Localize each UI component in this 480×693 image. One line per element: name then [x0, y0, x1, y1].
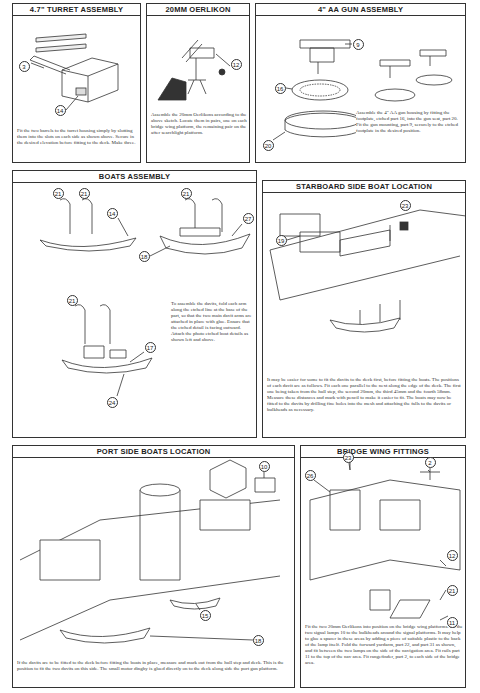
callout-number: 21 — [53, 188, 64, 199]
callout-number: 10 — [259, 461, 270, 472]
callout-number: 20 — [263, 140, 274, 151]
port-ship-drawing — [20, 460, 280, 643]
callout-number: 27 — [243, 213, 254, 224]
starboard-ship-drawing — [270, 210, 466, 332]
turret-drawing — [30, 34, 118, 110]
callout-number: 26 — [305, 470, 316, 481]
callout-number: 21 — [79, 188, 90, 199]
instruction-panel: 4.7" TURRET ASSEMBLY Fit the two barrels … — [12, 3, 141, 163]
callout-number: 11 — [447, 617, 458, 628]
callout-number: 2 — [425, 457, 436, 468]
callout-number: 17 — [145, 342, 156, 353]
instruction-text: Fit the two barrels to the turret housin… — [17, 128, 138, 146]
callout-number: 14 — [55, 105, 66, 116]
callout-number: 21 — [447, 585, 458, 596]
callout-number: 3 — [19, 61, 30, 72]
callout-number: 23 — [400, 200, 411, 211]
panel-heading: PORT SIDE BOATS LOCATION — [13, 446, 294, 458]
instruction-text: Fit the two 20mm Oerlikons into position… — [305, 624, 463, 666]
callout-number: 12 — [447, 550, 458, 561]
callout-number: 24 — [107, 397, 118, 408]
callout-number: 18 — [253, 635, 264, 646]
bridge-drawing — [310, 458, 460, 620]
instruction-text: It may be easier for some to fit the dav… — [267, 377, 463, 413]
instruction-panel: STARBOARD SIDE BOAT LOCATION It may be ea… — [262, 180, 466, 438]
instruction-text: If the davits are to be fitted to the de… — [17, 660, 292, 672]
callout-number: 14 — [107, 208, 118, 219]
panel-heading: 4" AA GUN ASSEMBLY — [256, 4, 465, 16]
panel-heading: 4.7" TURRET ASSEMBLY — [13, 4, 140, 16]
panel-heading: STARBOARD SIDE BOAT LOCATION — [263, 181, 465, 193]
instruction-panel: PORT SIDE BOATS LOCATION If the davits ar… — [12, 445, 295, 688]
instruction-panel: BOATS ASSEMBLY To assemble the davits, fo… — [12, 170, 257, 438]
instruction-text: Assemble the 20mm Oerlikons according to… — [151, 112, 247, 136]
callout-number: 12 — [231, 59, 242, 70]
callout-number: 9 — [353, 39, 364, 50]
oerlikon-drawing — [158, 40, 230, 100]
callout-number: 21 — [67, 295, 78, 306]
panel-heading: BRIDGE WING FITTINGS — [301, 446, 465, 458]
instruction-panel: 4" AA GUN ASSEMBLY Assemble the 4" AA gun… — [255, 3, 466, 163]
callout-number: 15 — [200, 610, 211, 621]
callout-number: 21 — [181, 188, 192, 199]
callout-number: 23 — [343, 452, 354, 463]
callout-number: 19 — [276, 235, 287, 246]
callout-number: 18 — [139, 251, 150, 262]
panel-heading: 20MM OERLIKON — [147, 4, 249, 16]
instruction-panel: BRIDGE WING FITTINGS Fit the two 20mm Oer… — [300, 445, 466, 688]
instruction-panel: 20MM OERLIKON Assemble the 20mm Oerlikons… — [146, 3, 250, 163]
boats-drawing — [40, 199, 250, 396]
callout-number: 16 — [275, 83, 286, 94]
instruction-text: To assemble the davits, fold each arm al… — [171, 301, 253, 343]
panel-heading: BOATS ASSEMBLY — [13, 171, 256, 183]
instruction-text: Assemble the 4" AA gun housing by fittin… — [356, 110, 464, 134]
